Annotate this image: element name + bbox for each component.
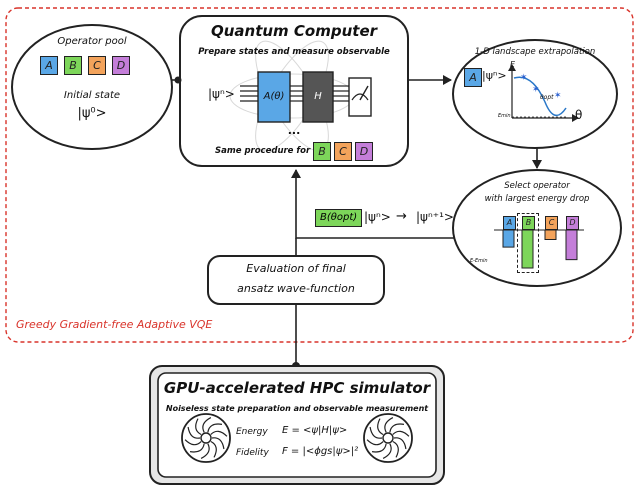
same-chip-d: D: [355, 142, 373, 161]
gate-h-box: [302, 71, 334, 123]
bar-label-b: B: [522, 216, 535, 230]
update-ket-to: |ψⁿ⁺¹>: [416, 210, 454, 224]
measurement-meter-icon: [348, 77, 372, 117]
landscape-plot: ✶ ✶ ✶: [508, 64, 579, 122]
initial-state-label: Initial state: [63, 90, 121, 101]
evaluation-line-1: Evaluation of final: [246, 262, 346, 275]
ellipsis: ...: [287, 124, 301, 137]
operator-chip-c: C: [88, 56, 106, 75]
operator-energy-bars: [494, 229, 584, 269]
circuit-wires: [240, 85, 349, 102]
selected-operator-highlight: [517, 213, 539, 273]
gate-h-label: H: [314, 91, 322, 102]
update-arrow: →: [396, 209, 407, 224]
bar-label-c: C: [545, 216, 558, 230]
operator-pool-title: Operator pool: [57, 36, 127, 47]
fidelity-label: Fidelity: [236, 448, 269, 458]
axis-theta-label: θ: [575, 108, 583, 122]
energy-bar-c: [544, 229, 557, 240]
flow-connectors: [172, 75, 542, 366]
gate-a-box: [257, 71, 291, 123]
quantum-computer-title: Quantum Computer: [210, 22, 378, 40]
same-chip-b: B: [313, 142, 331, 161]
select-operator-title-2: with largest energy drop: [484, 194, 590, 204]
e-emin-label: E-Emin: [470, 258, 488, 264]
energy-label: Energy: [236, 427, 268, 437]
landscape-title: 1-D landscape extrapolation: [474, 47, 596, 57]
hpc-subtitle: Noiseless state preparation and observab…: [165, 404, 429, 413]
operator-chip-a: A: [40, 56, 58, 75]
star-marker: ✶: [520, 73, 528, 83]
landscape-chip-a: A: [464, 68, 482, 87]
operator-chip-b: B: [64, 56, 82, 75]
energy-bar-a: [502, 229, 515, 248]
energy-formula: E = <ψ|H|ψ>: [282, 425, 348, 436]
bar-label-d: D: [566, 216, 579, 230]
axis-e-label: E: [510, 60, 516, 69]
evaluation-line-2: ansatz wave-function: [237, 282, 355, 295]
hpc-title: GPU-accelerated HPC simulator: [163, 379, 431, 397]
same-chip-c: C: [334, 142, 352, 161]
same-procedure-label: Same procedure for: [215, 146, 311, 156]
theta-opt-label: θopt: [540, 94, 554, 101]
update-ket-from: |ψⁿ>: [364, 210, 391, 224]
star-marker: ✶: [554, 91, 562, 101]
hpc-inner-panel: [157, 372, 437, 478]
operator-chip-d: D: [112, 56, 130, 75]
initial-state-ket: |ψ⁰>: [77, 106, 107, 121]
star-marker: ✶: [532, 85, 540, 95]
fidelity-formula: F = |<ϕgs|ψ>|²: [282, 446, 359, 457]
energy-bar-b: [521, 229, 534, 269]
bar-label-a: A: [503, 216, 516, 230]
greedy-vqe-region: [5, 7, 634, 343]
greedy-vqe-label: Greedy Gradient-free Adaptive VQE: [16, 318, 213, 331]
emin-label: Emin: [498, 113, 511, 119]
gate-a-label: A(θ): [263, 91, 285, 102]
cooling-fan-icon: [363, 413, 413, 463]
junction-dot: [174, 76, 182, 84]
select-operator-title-1: Select operator: [504, 181, 570, 191]
update-operator-chip: B(θopt): [315, 209, 363, 227]
energy-bar-d: [565, 229, 578, 261]
input-state-ket: |ψⁿ>: [208, 87, 235, 101]
landscape-ket: |ψⁿ>: [482, 69, 507, 82]
quantum-computer-subtitle: Prepare states and measure observable: [198, 47, 390, 57]
cooling-fan-icon: [181, 413, 231, 463]
select-operator-ellipse: [452, 169, 622, 287]
